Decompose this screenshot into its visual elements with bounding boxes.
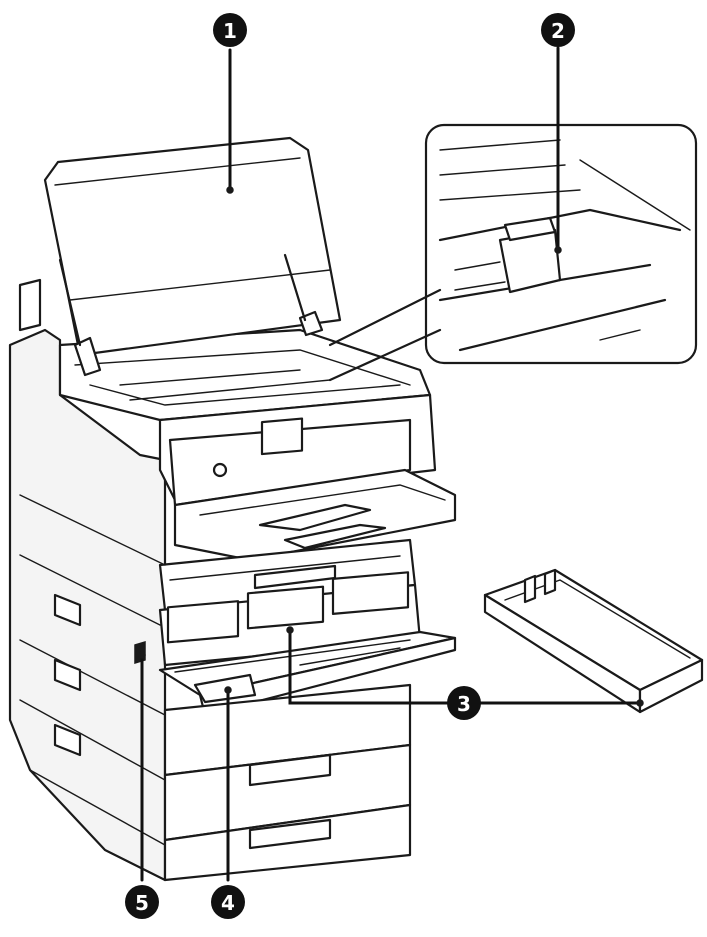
zoom-inset <box>328 123 698 382</box>
callout-1: 1 <box>213 13 247 47</box>
printer-cover <box>43 136 342 377</box>
callout-5: 5 <box>125 885 159 919</box>
callout-4-label: 4 <box>221 891 235 915</box>
callout-4: 4 <box>211 885 245 919</box>
leader-lines <box>138 46 644 882</box>
callout-1-label: 1 <box>223 19 237 43</box>
callout-5-label: 5 <box>135 891 149 915</box>
callout-2-label: 2 <box>551 19 565 43</box>
maintenance-box <box>483 568 704 714</box>
callout-2: 2 <box>541 13 575 47</box>
callout-3: 3 <box>447 686 481 720</box>
leader-line-3-left <box>288 628 452 705</box>
callout-3-label: 3 <box>457 692 471 716</box>
printer-body <box>8 278 457 882</box>
